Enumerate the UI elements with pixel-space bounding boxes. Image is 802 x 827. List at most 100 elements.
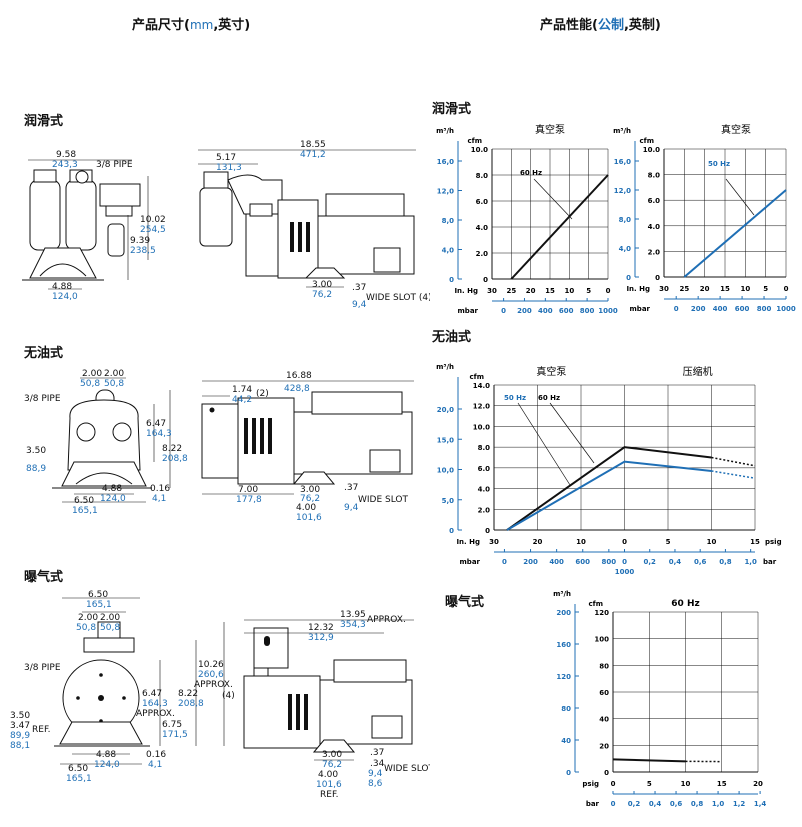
chart-0-bottom-tick: 400: [538, 307, 553, 315]
chart-3-x-tick: 0: [611, 780, 616, 788]
chart-3-x-tick: 5: [647, 780, 652, 788]
chart-0-x-tick: 0: [606, 287, 611, 295]
oil-side-a-mm: 177,8: [236, 495, 262, 505]
aer-side-ref: REF.: [320, 790, 339, 800]
performance-header-suffix: ,英制): [623, 18, 661, 33]
chart-0-m3h-tick: 16,0: [437, 158, 454, 166]
aer-front-d-in: 4.88: [96, 750, 116, 760]
aer-front-w-mm: 165,1: [86, 600, 112, 610]
chart-2-m3h-tick: 5,0: [442, 497, 455, 505]
chart-0-title: 真空泵: [535, 123, 565, 136]
chart-3-bottom-tick: 0: [611, 800, 616, 808]
lub-side-off-mm: 131,3: [216, 163, 242, 173]
section-aerated-dims: 曝气式: [24, 570, 64, 585]
section-oilless-perf: 无油式: [432, 330, 472, 345]
aer-front-f-mm: 4,1: [148, 760, 162, 770]
section-lubricated-dims: 润滑式: [24, 114, 64, 129]
chart-3-bottom-tick: 0,4: [649, 800, 662, 808]
chart-1-bottom-tick: 0: [674, 305, 679, 313]
chart-0-cfm-tick: 4.0: [476, 224, 489, 232]
chart-3-cfm-tick: 60: [599, 689, 609, 697]
aer-side-len-in: 13.95: [340, 610, 366, 620]
lub-front-h-mm: 254,5: [140, 225, 166, 235]
chart-1-bottom-tick: 400: [713, 305, 728, 313]
oil-side-off-mm: 44,2: [232, 395, 252, 405]
chart-3-cfm-tick: 0: [604, 769, 609, 777]
aer-side-l2-mm: 312,9: [308, 633, 334, 643]
chart-3-title: 60 Hz: [671, 599, 699, 609]
oil-front-h-in: 6.47: [146, 419, 166, 429]
oil-side-slot-label: WIDE SLOT: [358, 495, 409, 505]
lub-front-h2-in: 9.39: [130, 236, 150, 246]
chart-0-cfm-tick: 10.0: [471, 146, 488, 154]
chart-1-m3h-tick: 4,0: [619, 245, 632, 253]
section-aerated-perf: 曝气式: [445, 595, 485, 610]
chart-2-bottom-tick: 0,6: [694, 558, 707, 566]
oil-side-a-in: 7.00: [238, 485, 258, 495]
chart-2-m3h-tick: 0: [449, 527, 454, 535]
chart-2-cfm-tick: 6.0: [478, 465, 491, 473]
chart-2-cfm-tick: 8.0: [478, 444, 491, 452]
aer-front-h-in: 6.47: [142, 689, 162, 699]
lub-side-len-mm: 471,2: [300, 150, 326, 160]
chart-0-bottom-label: mbar: [458, 307, 479, 315]
chart-3-bottom-tick: 1,4: [754, 800, 767, 808]
chart-3-bottom-tick: 0,6: [670, 800, 683, 808]
dimensions-header-prefix: 产品尺寸(: [132, 18, 190, 33]
oil-side-len-mm: 428,8: [284, 384, 310, 394]
chart-0-bottom-tick: 1000: [598, 307, 618, 315]
oil-side-t-mm: 101,6: [296, 513, 322, 523]
chart-2-x-tick: 30: [489, 538, 499, 546]
aer-front-b-in: 2.00: [100, 613, 120, 623]
chart-0-m3h-tick: 12,0: [437, 188, 454, 196]
chart-1-cfm-tick: 4.0: [648, 223, 661, 231]
lub-front-h2-mm: 238,5: [130, 246, 156, 256]
chart-2-bottom-tick: 600: [575, 558, 590, 566]
chart-2-cfm-tick: 14.0: [473, 382, 490, 390]
chart-1-m3h-tick: 0: [626, 274, 631, 282]
lub-side-slot-in: .37: [352, 283, 366, 293]
chart-0-series-leader: [533, 178, 573, 220]
chart-3-m3h-label: m³/h: [553, 590, 571, 598]
aer-front-d-mm: 124,0: [94, 760, 120, 770]
aer-front-a-mm: 50,8: [76, 623, 96, 633]
chart-1-m3h-tick: 12,0: [614, 187, 631, 195]
oil-front-f-in: 0.16: [150, 484, 170, 494]
chart-2-bottom-tick: 0,2: [644, 558, 657, 566]
chart-2-x-tick: 0: [622, 538, 627, 546]
aer-front-e-mm: 165,1: [66, 774, 92, 784]
chart-3-m3h-tick: 40: [561, 737, 571, 745]
lub-side-s-mm: 76,2: [312, 290, 332, 300]
chart-3-cfm-tick: 120: [594, 609, 609, 617]
chart-2-bottom-tick: 0,8: [719, 558, 732, 566]
chart-2-bottom-tick-1000: 1000: [615, 568, 635, 576]
aer-front-h-mm: 164,3: [142, 699, 168, 709]
chart-0-bottom-tick: 0: [501, 307, 506, 315]
aer-front-c2-in: 3.47: [10, 721, 30, 731]
oil-front-d-mm: 124,0: [100, 494, 126, 504]
chart-1-bottom-label: mbar: [630, 305, 651, 313]
lub-front-width-mm: 243,3: [52, 160, 78, 170]
dimensions-header-suffix: ,英寸): [213, 18, 251, 33]
oil-front-d-in: 4.88: [102, 484, 122, 494]
aerated-side-drawing: [243, 627, 413, 753]
chart-3-x-tick: 20: [753, 780, 763, 788]
chart-1-cfm-label: cfm: [640, 137, 655, 145]
chart-0-bottom-tick: 800: [580, 307, 595, 315]
chart-2-series-label-50: 50 Hz: [504, 394, 526, 402]
aer-front-h4-in: 6.75: [162, 720, 182, 730]
aer-front-w-in: 6.50: [88, 590, 108, 600]
aerated-front-drawing: [54, 621, 150, 747]
chart-1-m3h-label: m³/h: [613, 127, 631, 135]
chart-3-x-label: psig: [582, 780, 599, 788]
chart-0-x-tick: 30: [487, 287, 497, 295]
chart-3-bottom-tick: 1,0: [712, 800, 725, 808]
oilless-side-drawing: [201, 391, 413, 485]
oil-front-e-in: 6.50: [74, 496, 94, 506]
chart-2-title-right: 压缩机: [683, 365, 713, 378]
chart-3-cfm-label: cfm: [589, 600, 604, 608]
lub-side-slot-label: WIDE SLOT (4): [366, 293, 430, 303]
oil-front-c-in: 3.50: [26, 446, 46, 456]
chart-1-bottom-tick: 800: [757, 305, 772, 313]
